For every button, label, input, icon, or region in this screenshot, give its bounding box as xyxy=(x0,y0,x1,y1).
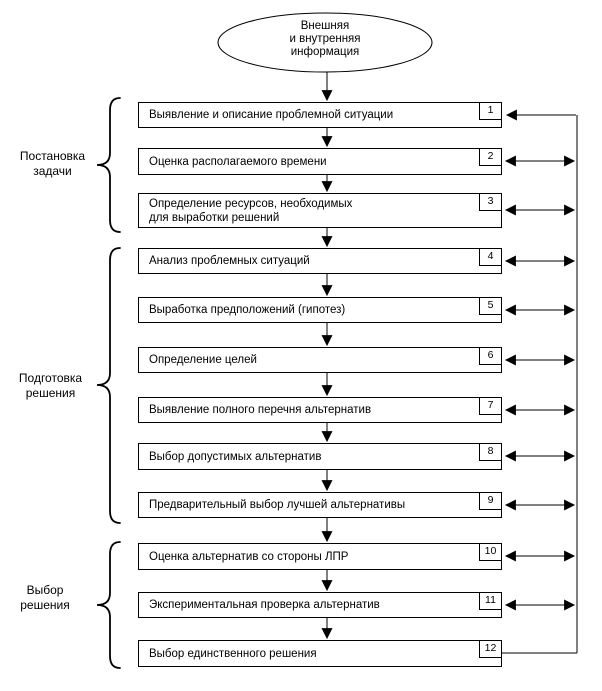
group-braces xyxy=(96,97,121,669)
step-label: Выработка предположений (гипотез) xyxy=(149,304,346,316)
step-number-badge: 4 xyxy=(479,249,501,266)
step-number-badge: 8 xyxy=(479,444,501,461)
step-box-7: Выявление полного перечня альтернатив 7 xyxy=(138,397,502,423)
source-ellipse-shape xyxy=(217,12,433,73)
brace-solution-preparation xyxy=(96,247,121,524)
step-box-10: Оценка альтернатив со стороны ЛПР 10 xyxy=(138,543,502,570)
step-number-badge: 12 xyxy=(479,641,501,658)
step-number-badge: 11 xyxy=(479,593,501,610)
step-box-12: Выбор единственного решения 12 xyxy=(138,640,502,667)
side-double-arrows xyxy=(504,155,576,611)
step-box-4: Анализ проблемных ситуаций 4 xyxy=(138,248,502,274)
step-number-badge: 6 xyxy=(479,348,501,365)
brace-solution-choice xyxy=(96,541,121,669)
group-label-solution-preparation: Подготовка решения xyxy=(18,371,83,400)
step-label: Экспериментальная проверка альтернатив xyxy=(149,599,380,611)
step-box-2: Оценка располагаемого времени 2 xyxy=(138,148,502,175)
step-label: Выбор единственного решения xyxy=(149,647,317,660)
step-number-badge: 9 xyxy=(479,493,501,510)
step-box-6: Определение целей 6 xyxy=(138,347,502,373)
group-label-solution-choice: Выбор решения xyxy=(20,583,70,612)
step-box-1: Выявление и описание проблемной ситуации… xyxy=(138,102,502,128)
step-label: Определение целей xyxy=(149,354,257,366)
step-number-badge: 7 xyxy=(479,398,501,415)
step-box-8: Выбор допустимых альтернатив 8 xyxy=(138,443,502,470)
step-label: Анализ проблемных ситуаций xyxy=(149,255,310,267)
step-box-11: Экспериментальная проверка альтернатив 1… xyxy=(138,592,502,618)
step-number-badge: 3 xyxy=(479,194,501,211)
step-number-badge: 5 xyxy=(479,298,501,315)
step-number-badge: 2 xyxy=(479,149,501,166)
brace-problem-statement xyxy=(96,97,121,233)
group-label-problem-statement: Постановка задачи xyxy=(19,149,86,178)
step-label: Предварительный выбор лучшей альтернатив… xyxy=(149,499,406,511)
step-box-9: Предварительный выбор лучшей альтернатив… xyxy=(138,492,502,518)
step-label: Выявление и описание проблемной ситуации xyxy=(149,109,394,121)
step-number-badge: 1 xyxy=(479,103,501,120)
source-ellipse-label: Внешняя и внутренняя информация xyxy=(289,20,361,58)
step-label: Выявление полного перечня альтернатив xyxy=(149,404,372,416)
step-label: Оценка располагаемого времени xyxy=(149,155,327,168)
step-label: Выбор допустимых альтернатив xyxy=(149,450,322,463)
step-label: Определение ресурсов, необходимых для вы… xyxy=(149,197,353,224)
step-box-3: Определение ресурсов, необходимых для вы… xyxy=(138,193,502,228)
step-label: Оценка альтернатив со стороны ЛПР xyxy=(149,550,349,563)
step-number-badge: 10 xyxy=(479,544,501,561)
step-box-5: Выработка предположений (гипотез) 5 xyxy=(138,297,502,323)
